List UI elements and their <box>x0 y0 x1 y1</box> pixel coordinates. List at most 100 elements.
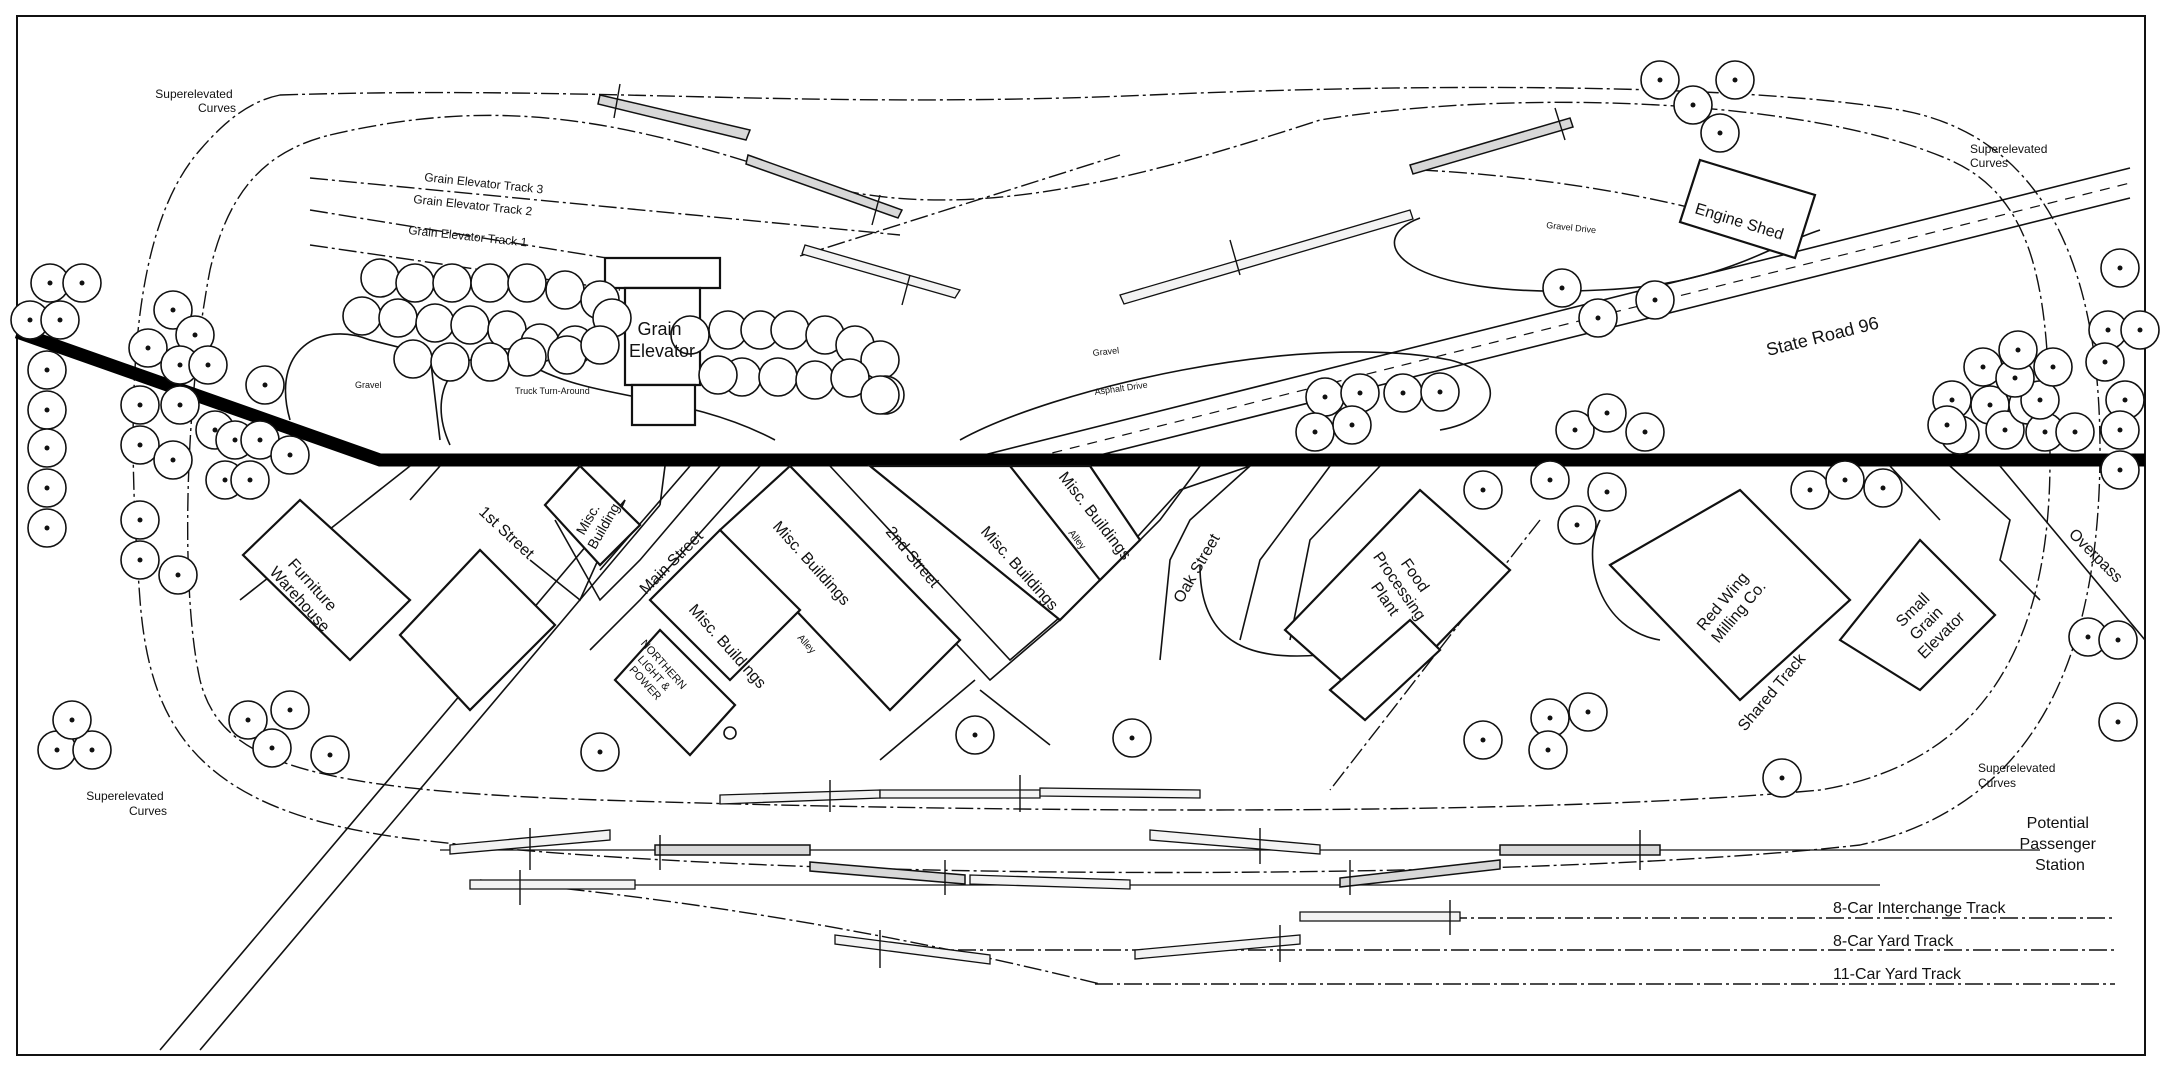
tree-dot <box>1547 715 1553 721</box>
grain-tree <box>547 335 587 375</box>
grain-elevator-building <box>623 286 702 387</box>
tree-dot <box>222 477 228 483</box>
tree-dot <box>212 427 218 433</box>
grain-tree <box>470 342 510 382</box>
label-superelevated-br: Superelevated Curves <box>1978 761 2059 790</box>
tree-dot <box>1980 364 1986 370</box>
track-switches <box>449 83 1661 968</box>
grain-elevator-top <box>603 256 722 290</box>
grain-tree <box>415 303 455 343</box>
tree-dot <box>262 382 268 388</box>
tree-dot <box>1322 394 1328 400</box>
grain-tree <box>470 263 510 303</box>
tree-dot <box>327 752 333 758</box>
grain-tree <box>378 298 418 338</box>
grain-tree <box>393 339 433 379</box>
grain-tree <box>580 325 620 365</box>
northern-light-building <box>613 628 737 757</box>
tree-dot <box>44 525 50 531</box>
drawing-frame <box>16 15 2146 1056</box>
label-gravel-left: Gravel <box>355 380 382 390</box>
tree-dot <box>177 402 183 408</box>
tree-dot <box>2037 397 2043 403</box>
asphalt-drive-outline <box>959 351 1492 441</box>
tree-dot <box>89 747 95 753</box>
tree-dot <box>1807 487 1813 493</box>
tree-dot <box>170 457 176 463</box>
label-gravel-drive: Gravel Drive <box>1546 220 1597 235</box>
tree-dot <box>597 749 603 755</box>
grain-tree <box>395 263 435 303</box>
gravel-lot-outline <box>284 333 441 441</box>
tree-dot <box>245 717 251 723</box>
tree-dot <box>145 345 151 351</box>
street-grid <box>159 465 2146 1051</box>
tree-dot <box>1987 402 1993 408</box>
tree-dot <box>1480 487 1486 493</box>
grain-tree <box>507 263 547 303</box>
tree-dot <box>1572 427 1578 433</box>
grain-tree <box>545 270 585 310</box>
gravel-drive-outline <box>1393 217 1821 292</box>
tree-dot <box>2102 359 2108 365</box>
tree-dot <box>1312 429 1318 435</box>
tree-dot <box>2012 375 2018 381</box>
grain-tree <box>830 358 870 398</box>
state-road-center <box>999 182 2131 467</box>
tree-dot <box>1604 489 1610 495</box>
tree-dot <box>47 280 53 286</box>
tree-dot <box>1717 130 1723 136</box>
tree-dot <box>1349 422 1355 428</box>
grain-spur-3 <box>309 177 901 236</box>
northern-light-tank <box>723 726 737 740</box>
label-yard-track-8: 8-Car Yard Track <box>1833 933 1954 950</box>
tree-dot <box>1357 390 1363 396</box>
tree-dot <box>27 317 33 323</box>
grain-elevator-lead <box>799 154 1121 257</box>
tree-dot <box>1545 747 1551 753</box>
misc-building <box>543 464 642 567</box>
grain-tree <box>360 258 400 298</box>
tree-dot <box>177 362 183 368</box>
label-grain-elevator: Grain Elevator <box>629 319 695 361</box>
label-grain-track-2: Grain Elevator Track 2 <box>413 192 534 218</box>
tree-dot <box>69 717 75 723</box>
label-state-road: State Road 96 <box>1764 313 1881 360</box>
tree-dot <box>2015 347 2021 353</box>
tree-dot <box>287 707 293 713</box>
label-asphalt-drive: Asphalt Drive <box>1094 380 1148 397</box>
tree-dot <box>137 557 143 563</box>
grain-tree <box>770 310 810 350</box>
tree-dot <box>57 317 63 323</box>
tree-dot <box>44 367 50 373</box>
tree-dot <box>1949 397 1955 403</box>
grain-tree <box>795 360 835 400</box>
tree-clusters <box>10 60 2160 798</box>
tree-dot <box>1842 477 1848 483</box>
tree-dot <box>44 445 50 451</box>
label-yard-track-11: 11-Car Yard Track <box>1833 966 1962 983</box>
tree-dot <box>2115 637 2121 643</box>
tree-dot <box>1559 285 1565 291</box>
tree-dot <box>2115 719 2121 725</box>
tree-dot <box>1652 297 1658 303</box>
grain-tree <box>342 296 382 336</box>
tree-dot <box>1690 102 1696 108</box>
tree-dot <box>1547 477 1553 483</box>
tree-dot <box>137 402 143 408</box>
tree-dot <box>2117 427 2123 433</box>
grain-elevator-base <box>630 383 697 427</box>
food-processing-annex <box>1328 618 1442 722</box>
tree-dot <box>192 332 198 338</box>
tree-dot <box>44 485 50 491</box>
state-road-edge-2 <box>999 197 2131 481</box>
tree-dot <box>2050 364 2056 370</box>
tree-dot <box>257 437 263 443</box>
tree-dot <box>2072 429 2078 435</box>
grain-tree <box>758 357 798 397</box>
label-passenger-station: Potential Passenger Station <box>2020 815 2101 874</box>
tree-dot <box>1779 775 1785 781</box>
tree-dot <box>54 747 60 753</box>
tree-dot <box>2122 397 2128 403</box>
furniture-warehouse-building <box>241 498 412 662</box>
